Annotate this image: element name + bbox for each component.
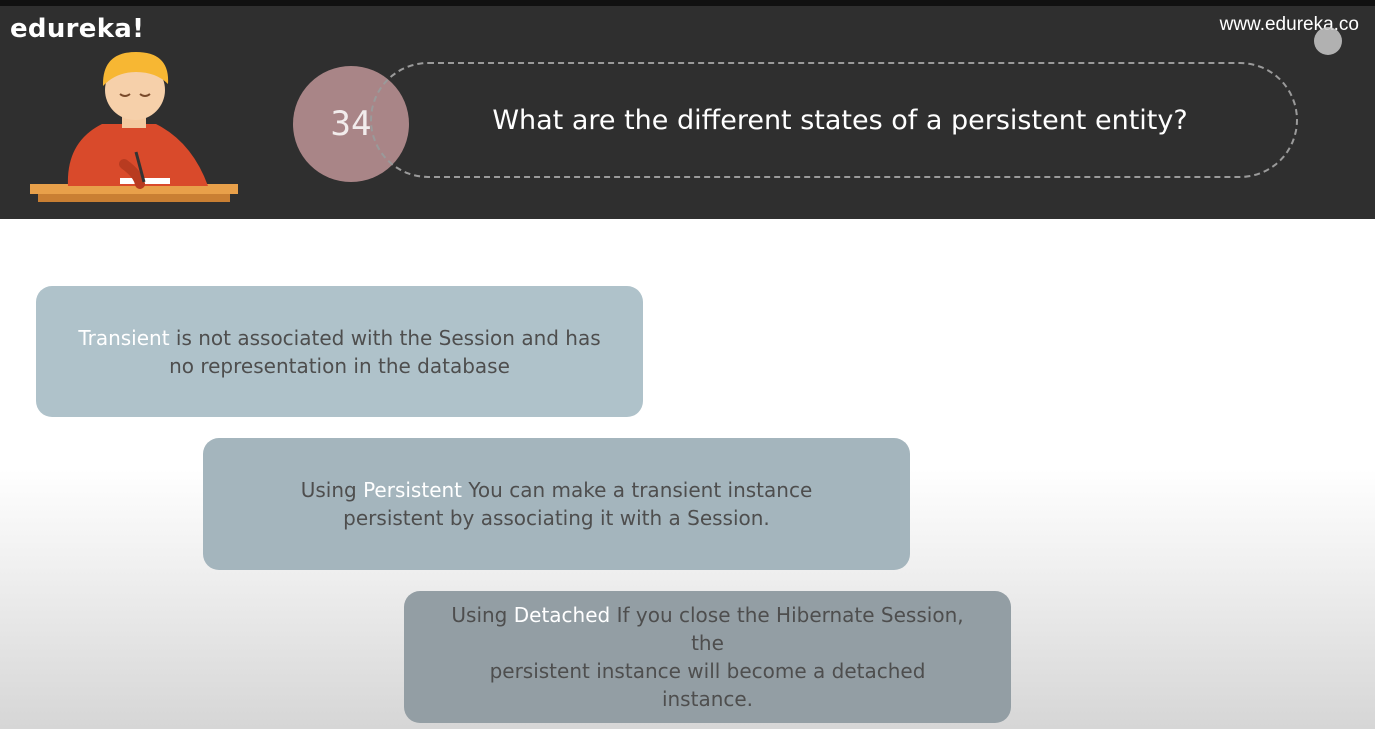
brand-logo: edureka! <box>10 14 145 44</box>
top-strip <box>0 0 1375 6</box>
card-text: Using Detached If you close the Hibernat… <box>444 601 971 713</box>
card-line2: no representation in the database <box>169 353 510 378</box>
state-card-transient: Transient is not associated with the Ses… <box>36 286 643 417</box>
question-pill-outline <box>370 62 1298 178</box>
card-line1: is not associated with the Session and h… <box>169 325 601 350</box>
card-text: Transient is not associated with the Ses… <box>78 324 600 380</box>
state-card-persistent: Using Persistent You can make a transien… <box>203 438 910 570</box>
card-highlight: Persistent <box>363 478 463 502</box>
state-card-detached: Using Detached If you close the Hibernat… <box>404 591 1011 723</box>
card-text: Using Persistent You can make a transien… <box>301 476 813 532</box>
card-prefix: Using <box>300 478 364 502</box>
card-line1: You can make a transient instance <box>462 478 813 502</box>
question-title: What are the different states of a persi… <box>492 104 1188 136</box>
card-highlight: Transient <box>78 325 170 350</box>
card-line2: persistent instance will become a detach… <box>489 659 926 711</box>
card-prefix: Using <box>451 603 514 627</box>
card-highlight: Detached <box>513 603 611 627</box>
watermark-icon <box>1314 27 1342 55</box>
card-line2: persistent by associating it with a Sess… <box>343 506 770 530</box>
student-icon <box>30 52 238 202</box>
card-line1: If you close the Hibernate Session, the <box>610 603 964 655</box>
